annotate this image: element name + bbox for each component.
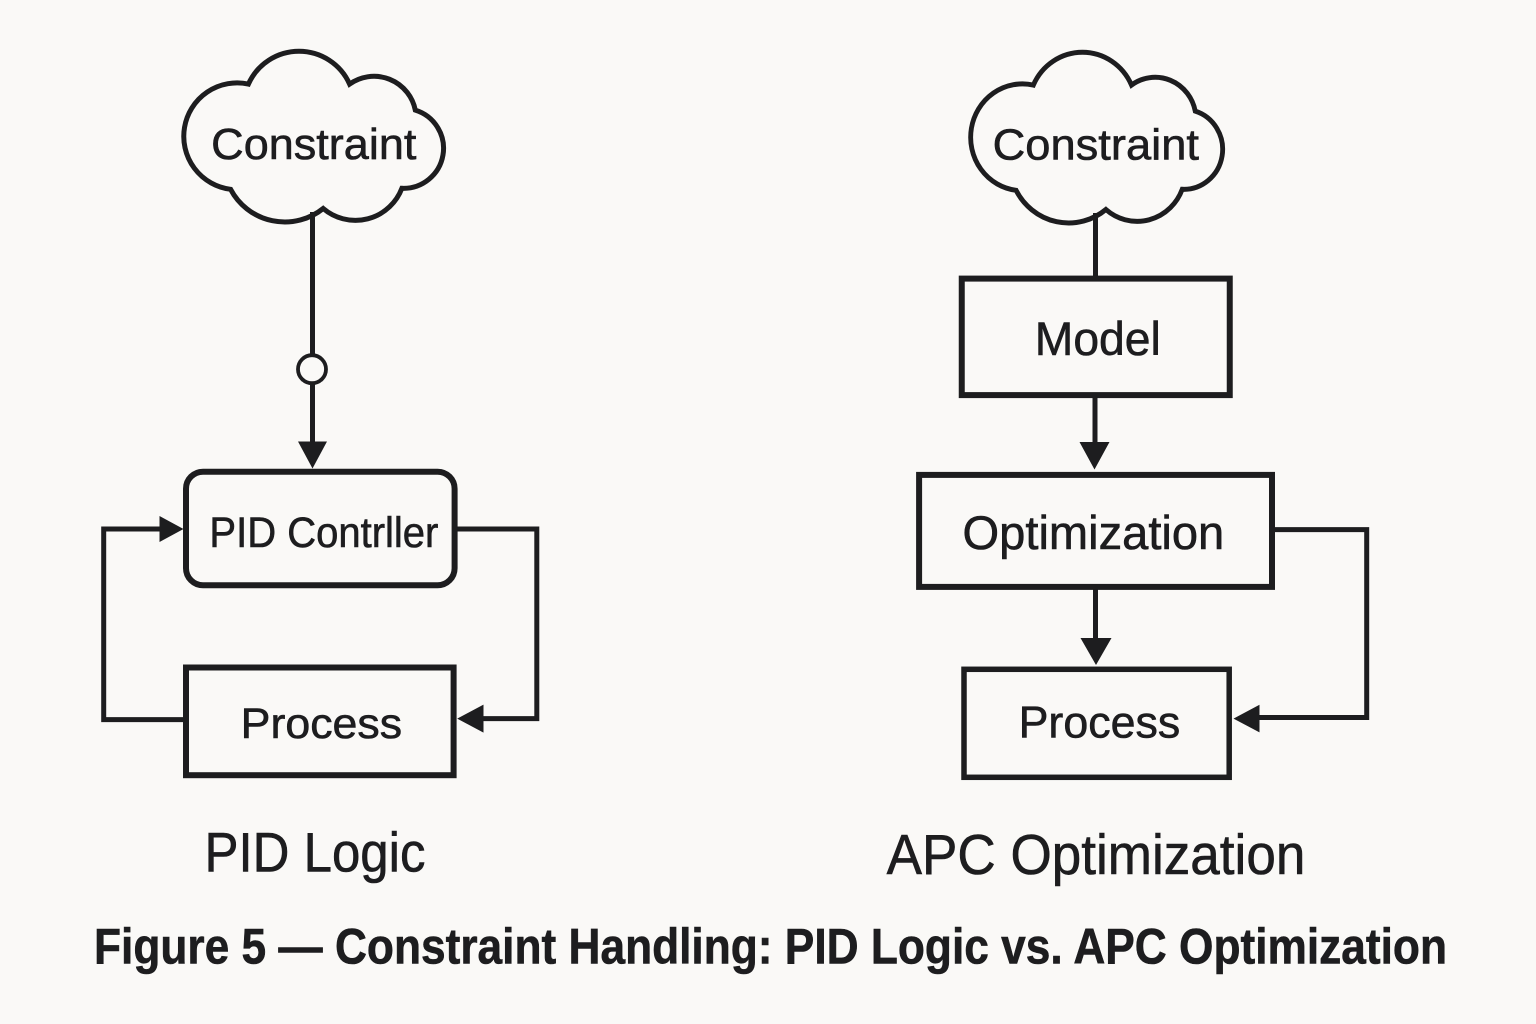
svg-text:PID Contrller: PID Contrller <box>209 510 438 557</box>
svg-text:Constraint: Constraint <box>211 121 416 169</box>
svg-text:Figure 5 — Constraint Handling: Figure 5 — Constraint Handling: PID Logi… <box>94 918 1447 974</box>
svg-text:Optimization: Optimization <box>963 507 1225 560</box>
svg-text:Process: Process <box>1019 699 1181 748</box>
svg-text:Model: Model <box>1035 313 1161 366</box>
svg-text:PID Logic: PID Logic <box>205 821 426 883</box>
svg-text:Process: Process <box>241 701 403 748</box>
svg-text:APC Optimization: APC Optimization <box>887 823 1306 886</box>
svg-text:Constraint: Constraint <box>993 122 1199 170</box>
